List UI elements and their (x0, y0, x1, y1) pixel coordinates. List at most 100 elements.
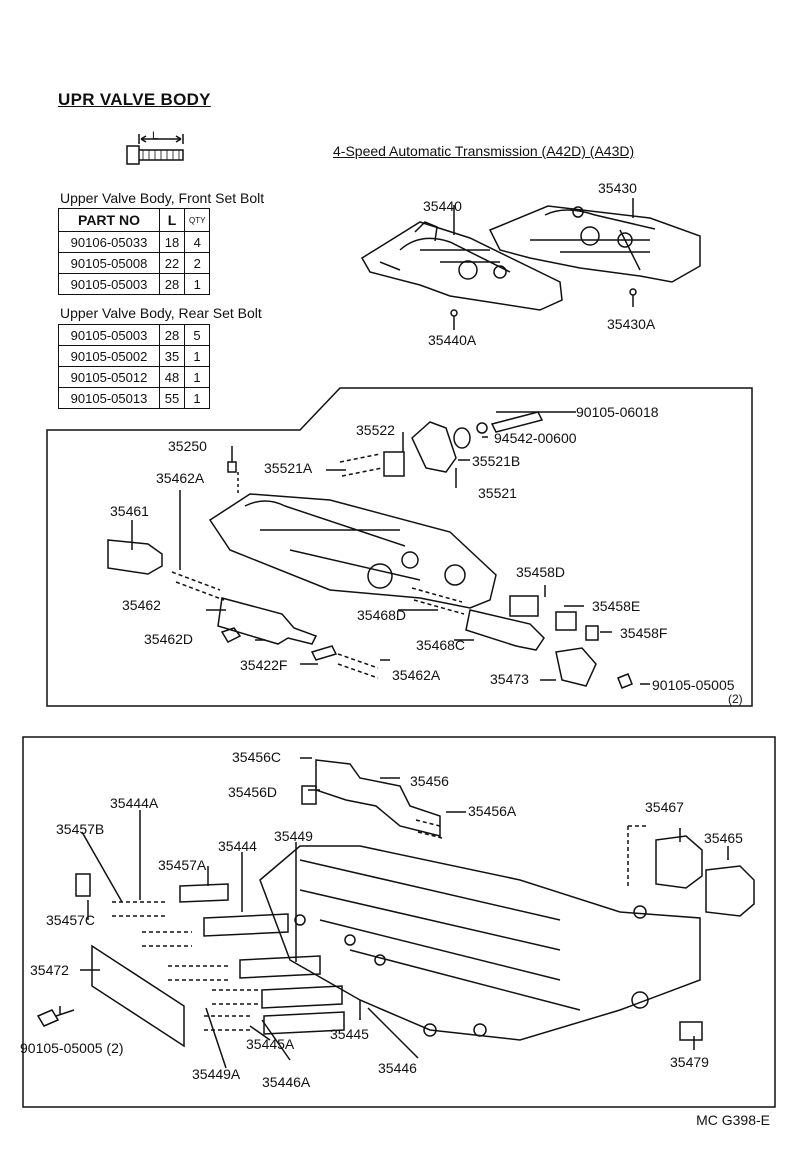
callout-90105-05005-bottom: 90105-05005 (2) (20, 1040, 124, 1056)
spring-35468D (411, 587, 465, 615)
table-row: 90105-05012 48 1 (58, 366, 210, 388)
rear-bolt-caption: Upper Valve Body, Rear Set Bolt (60, 305, 262, 321)
middle-section-frame (46, 387, 753, 707)
front-bolt-caption: Upper Valve Body, Front Set Bolt (60, 190, 265, 206)
block-35479 (679, 1021, 703, 1041)
table-header-row: PART NO L QTY (58, 208, 211, 232)
plug-35467 (655, 835, 703, 889)
lower-valve-body (259, 845, 701, 1041)
callout-35457A: 35457A (158, 857, 207, 873)
valve-body-35430-assembly (488, 205, 701, 283)
callout-90105-06018: 90105-06018 (576, 404, 659, 420)
block-35456D (301, 785, 317, 805)
callout-35446A: 35446A (262, 1074, 311, 1090)
callout-35521B: 35521B (472, 453, 521, 469)
sensor-35250 (227, 446, 237, 473)
plate-35472 (91, 944, 185, 1048)
plate-35422F (310, 645, 338, 661)
callout-35456A: 35456A (468, 803, 517, 819)
washer-94542-00600 (476, 422, 488, 434)
callout-35458D: 35458D (516, 564, 566, 580)
valve-body-35440-assembly (360, 221, 563, 311)
spring-35462A (171, 571, 225, 601)
plunger-35522 (383, 451, 405, 477)
spring-35462A-lower (337, 653, 379, 679)
spring-35445A (204, 1015, 252, 1031)
callout-35462A-bottom: 35462A (392, 667, 441, 683)
retainer-35462D (220, 627, 242, 643)
callout-35521: 35521 (478, 485, 517, 501)
length-cell: 28 (159, 273, 185, 295)
callout-35468C: 35468C (416, 637, 466, 653)
bolt-90105-05005-mid (617, 673, 633, 689)
callout-35521A: 35521A (264, 460, 313, 476)
bolt-90105-05005-bot (36, 1009, 75, 1027)
callout-35440A: 35440A (428, 332, 477, 348)
valve-35457A (179, 883, 229, 903)
washer-35521B (453, 427, 471, 449)
front-bolt-table: PART NO L QTY 90106-05033 18 4 90105-050… (58, 208, 211, 295)
qty-cell: 1 (184, 366, 210, 388)
bolt-length-label: L (152, 130, 159, 142)
column-header: L (159, 208, 185, 232)
part-number-cell: 90105-05003 (58, 273, 160, 295)
callout-35467: 35467 (645, 799, 684, 815)
valve-35458D (509, 595, 539, 617)
callout-35430A: 35430A (607, 316, 656, 332)
callout-35444: 35444 (218, 838, 257, 854)
retainer-35457C (75, 873, 91, 897)
part-number-cell: 90105-05013 (58, 387, 160, 409)
valve-35456 (315, 759, 441, 837)
callout-35473: 35473 (490, 671, 529, 687)
rear-bolt-table: 90105-05003 28 5 90105-05002 35 1 90105-… (58, 324, 210, 409)
callout-35446: 35446 (378, 1060, 417, 1076)
valve-35462 (217, 597, 318, 645)
spring-35457B (142, 931, 192, 947)
plug-35440A (450, 309, 458, 317)
callout-35422F: 35422F (240, 657, 288, 673)
callout-35458E: 35458E (592, 598, 641, 614)
page-title: UPR VALVE BODY (58, 90, 211, 109)
bolt-90105-06018 (490, 411, 544, 433)
callout-35456D: 35456D (228, 784, 278, 800)
cam-35521 (411, 421, 457, 473)
table-row: 90105-05003 28 1 (58, 273, 211, 295)
bottom-section-frame (22, 736, 776, 1108)
callout-35468D: 35468D (357, 607, 407, 623)
callout-35449: 35449 (274, 828, 313, 844)
callout-35456: 35456 (410, 773, 449, 789)
valves-35445 (239, 955, 345, 1035)
callout-35479: 35479 (670, 1054, 709, 1070)
middle-valve-body (208, 493, 497, 609)
spring-35446A (212, 989, 260, 1005)
callout-35430: 35430 (598, 180, 637, 196)
block-35458F (585, 625, 599, 641)
callout-35461: 35461 (110, 503, 149, 519)
callout-35457C: 35457C (46, 912, 96, 928)
qty-cell: 1 (183, 273, 211, 295)
callout-94542-00600: 94542-00600 (494, 430, 577, 446)
callout-35449A: 35449A (192, 1066, 241, 1082)
part-number-cell: 90105-05008 (58, 252, 160, 274)
callout-35457B: 35457B (56, 821, 105, 837)
callout-35462A-top: 35462A (156, 470, 205, 486)
length-cell: 55 (159, 387, 185, 409)
callout-35465: 35465 (704, 830, 743, 846)
callout-35445A: 35445A (246, 1036, 295, 1052)
callout-35472: 35472 (30, 962, 69, 978)
plug-35430A (629, 288, 637, 296)
table-row: 90105-05013 55 1 (58, 387, 210, 409)
valve-35444 (203, 913, 289, 937)
table-row: 90105-05002 35 1 (58, 345, 210, 367)
spring-35444A (112, 901, 168, 917)
valve-35468C (465, 609, 545, 651)
valve-35461 (107, 539, 163, 575)
callout-qty-2: (2) (728, 692, 743, 706)
callout-35522: 35522 (356, 422, 395, 438)
transmission-subtitle: 4-Speed Automatic Transmission (A42D) (A… (333, 143, 635, 159)
spring-35449A (168, 965, 228, 981)
column-header: QTY (183, 208, 211, 232)
qty-cell: 1 (184, 387, 210, 409)
callout-35250: 35250 (168, 438, 207, 454)
